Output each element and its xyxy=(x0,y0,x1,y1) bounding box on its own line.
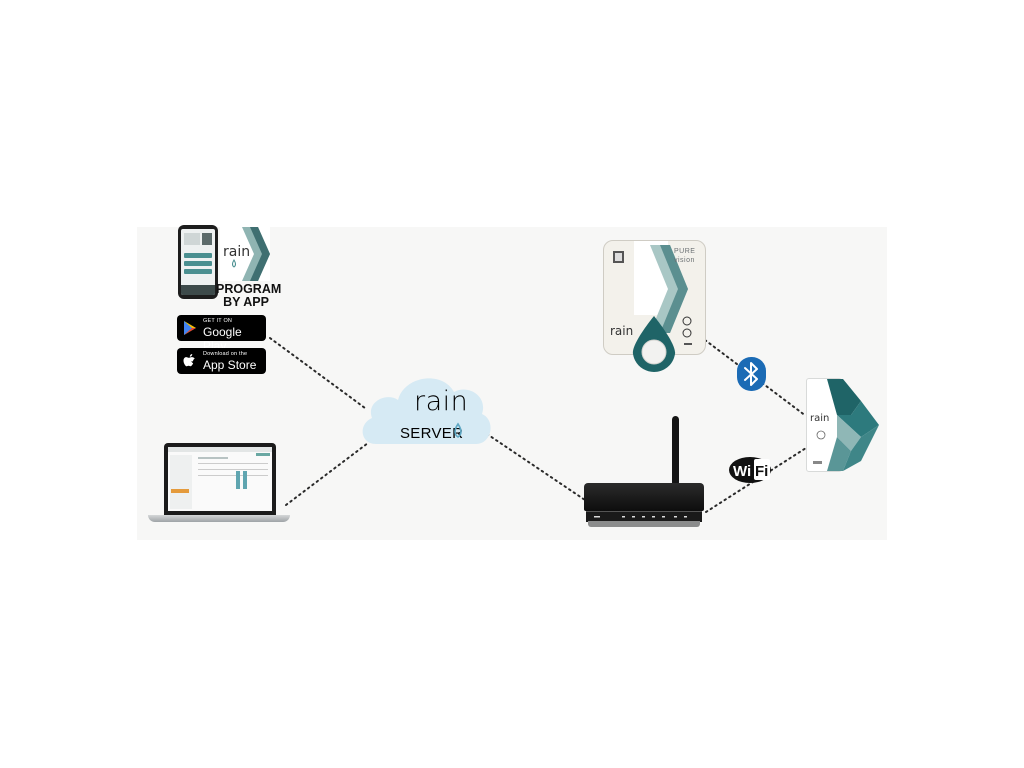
controller-teal-button[interactable] xyxy=(631,316,677,372)
rain-sensor: rain xyxy=(806,378,879,472)
bluetooth-icon xyxy=(737,357,766,391)
controller-model-label: PURE vision xyxy=(674,248,696,264)
pure-vision-controller: rain xyxy=(603,240,706,355)
link-laptop-to-server xyxy=(285,442,369,506)
controller-rain-logo: rain xyxy=(610,324,633,338)
laptop-screen xyxy=(168,447,272,511)
app-store-title: App Store xyxy=(203,358,257,372)
phone-screen xyxy=(181,229,215,295)
google-play-badge[interactable]: GET IT ON Google Play xyxy=(177,315,266,353)
cloud-server-label: SERVER xyxy=(400,425,463,442)
program-by-app-label: PROGRAM BY APP xyxy=(216,282,282,309)
svg-text:Fi: Fi xyxy=(755,463,768,480)
cloud-server: rain SERVER xyxy=(362,378,491,444)
router-base xyxy=(588,521,700,527)
router-antenna xyxy=(672,416,679,486)
link-server-to-router xyxy=(486,433,586,501)
app-store-badge[interactable]: Download on the App Store xyxy=(177,348,266,374)
router-front-panel xyxy=(586,511,702,522)
sensor-rain-logo: rain xyxy=(810,413,829,424)
water-drop-icon xyxy=(454,422,462,438)
svg-text:rain: rain xyxy=(223,244,250,260)
link-router-to-sensor xyxy=(705,447,807,513)
google-play-icon xyxy=(184,321,196,335)
cloud-rain-logo: rain xyxy=(414,386,468,417)
laptop-base xyxy=(148,515,290,522)
apple-icon xyxy=(183,354,195,367)
google-play-caption: GET IT ON xyxy=(203,318,233,324)
laptop xyxy=(164,443,276,515)
link-app-to-server xyxy=(269,337,366,409)
app-brand-tile: rain xyxy=(220,227,270,281)
app-store-caption: Download on the xyxy=(203,351,248,357)
wifi-router xyxy=(584,483,704,511)
svg-text:Wi: Wi xyxy=(733,463,751,480)
smartphone xyxy=(178,225,218,299)
link-controller-to-sensor xyxy=(704,339,807,417)
wifi-icon: Wi Fi xyxy=(729,455,773,484)
